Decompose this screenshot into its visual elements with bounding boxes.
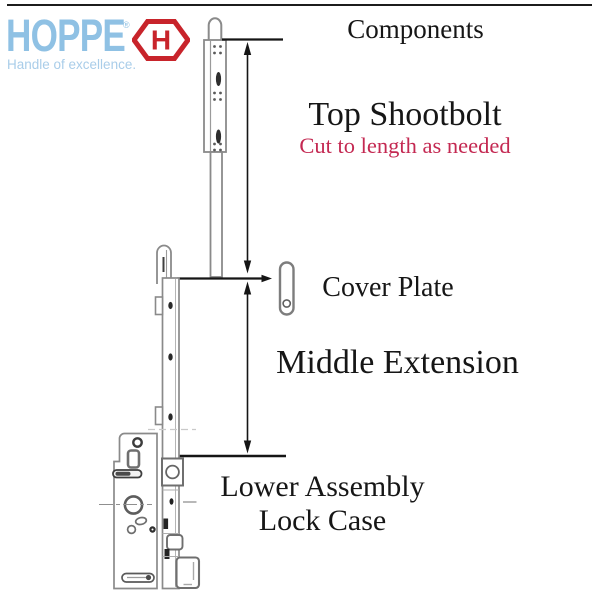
roller-cam [165,464,180,480]
cover-plate-drawing [278,261,295,316]
label-lower-assembly-line1: Lower Assembly [220,470,425,503]
bolt-tip [207,17,223,42]
label-lower-assembly: Lower Assembly Lock Case [210,470,435,537]
arrow-down-icon [243,440,252,454]
bottom-keep [175,556,201,590]
lock-case-faceplate-details [161,457,201,590]
registered-trademark: ® [123,20,130,30]
case-hole [126,524,137,535]
brand-wordmark: HOPPE [6,10,126,61]
case-slot [126,449,141,469]
case-hole [132,437,143,448]
side-tab [154,296,164,316]
strip-hole [168,413,173,421]
label-cut-to-length-note: Cut to length as needed [299,133,511,158]
top-shootbolt-drawing [203,17,227,278]
label-lock-case: Lock Case [258,503,387,537]
extension-faceplate [161,277,180,590]
dimension-annotations [177,38,286,458]
screw-holes [213,45,222,152]
lock-case-drawing [99,432,158,590]
latch-detail [163,518,169,529]
strip-hole [168,301,173,310]
top-divider-rule [7,4,592,6]
shootbolt-faceplate [203,39,227,153]
label-cover-plate: Cover Plate [322,272,454,303]
hexagon-h-logo-icon: H [132,19,190,61]
label-components: Components [347,14,484,44]
strike-tab [166,534,184,551]
bolt-slot [215,129,222,144]
arrow-up-icon [243,281,252,295]
label-top-shootbolt: Top Shootbolt [308,96,502,133]
label-middle-extension: Middle Extension [276,344,519,381]
brand-tagline: Handle of excellence. [7,57,137,72]
svg-text:H: H [151,25,171,56]
strip-hole [169,498,174,505]
latch-detail [164,549,170,559]
strip-hole [168,353,173,361]
arrow-down-icon [243,260,252,274]
arrow-right-icon [261,274,272,283]
case-hole [134,516,148,526]
bolt-slot [215,72,222,86]
arrow-up-icon [243,42,252,55]
side-tab [154,406,164,426]
shootbolt-rod [209,151,223,278]
